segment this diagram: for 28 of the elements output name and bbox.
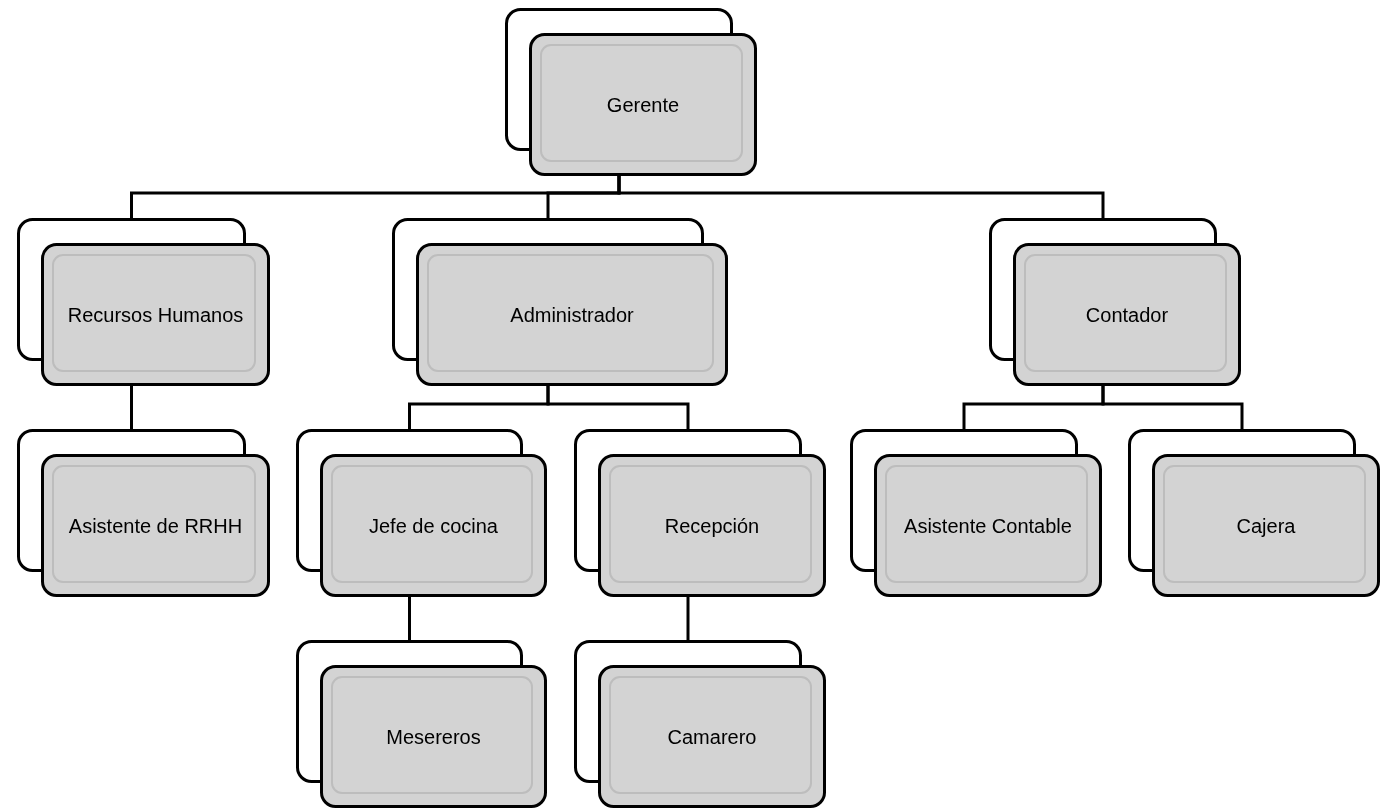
stacked-card [989, 218, 1241, 386]
connector-line [546, 386, 690, 429]
node-label: Recursos Humanos [66, 302, 245, 328]
stacked-card [17, 429, 270, 597]
stacked-card [392, 218, 728, 386]
stacked-card [296, 429, 547, 597]
node-label: Cajera [1235, 513, 1297, 539]
stacked-card [574, 640, 826, 808]
stacked-card [296, 640, 547, 808]
connector-line [686, 597, 690, 640]
stacked-card [17, 218, 270, 386]
node-label: Camarero [666, 724, 758, 750]
connector-line [1101, 386, 1244, 429]
node-label: Recepción [663, 513, 761, 539]
node-label: Contador [1084, 302, 1170, 328]
node-label: Administrador [509, 302, 635, 328]
stacked-card [1128, 429, 1380, 597]
connector-line [617, 176, 1105, 218]
node-label: Asistente de RRHH [67, 513, 244, 539]
node-label: Mesereros [385, 724, 482, 750]
connector-line [130, 386, 133, 429]
node-label: Asistente Contable [903, 513, 1073, 539]
stacked-card [505, 8, 757, 176]
node-label: Gerente [605, 92, 681, 118]
connector-line [408, 597, 411, 640]
node-label: Jefe de cocina [368, 513, 499, 539]
stacked-card [574, 429, 826, 597]
stacked-card [850, 429, 1102, 597]
